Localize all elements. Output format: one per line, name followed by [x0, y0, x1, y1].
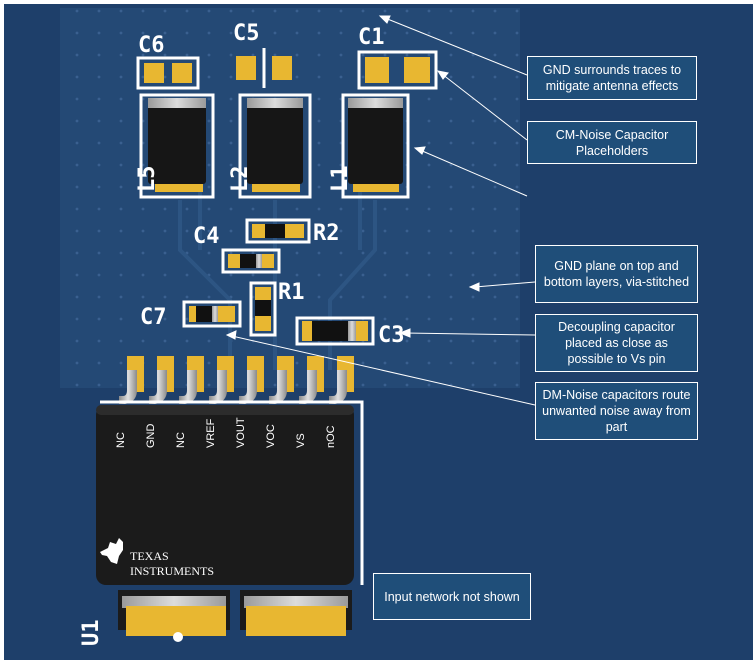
cap-c7 [182, 300, 242, 328]
cap-c1 [357, 50, 438, 90]
inductor-l1 [341, 93, 410, 199]
callout-decoupling: Decoupling capacitor placed as close as … [535, 314, 698, 372]
ti-logo-icon [100, 538, 123, 564]
cap-c3 [295, 316, 375, 346]
resistor-r2 [245, 218, 311, 244]
callout-input-network: Input network not shown [373, 573, 531, 620]
label-c6: C6 [138, 33, 165, 58]
callout-text: GND plane on top and bottom layers, via-… [543, 259, 690, 289]
ti-logo: TEXAS INSTRUMENTS [100, 538, 214, 578]
callout-arrows [225, 15, 536, 406]
callout-text: DM-Noise capacitors route unwanted noise… [542, 388, 691, 434]
label-c7: C7 [140, 305, 167, 330]
cap-c4 [221, 248, 281, 274]
label-r1: R1 [278, 280, 305, 305]
pin-label: VREF [205, 418, 217, 448]
callout-text: Decoupling capacitor placed as close as … [558, 320, 675, 366]
label-u1: U1 [79, 620, 104, 647]
inductor-l2 [238, 93, 312, 199]
label-l5: L5 [135, 166, 160, 193]
resistor-r1 [249, 281, 277, 337]
pin-label: VS [295, 433, 307, 448]
pin-label: NC [115, 432, 127, 448]
label-c3: C3 [378, 323, 405, 348]
callout-cm-noise: CM-Noise Capacitor Placeholders [527, 121, 697, 164]
callout-dm-noise: DM-Noise capacitors route unwanted noise… [535, 382, 698, 440]
label-l1: L1 [328, 166, 353, 193]
pin-label: NC [175, 432, 187, 448]
label-l2: L2 [228, 166, 253, 193]
inductor-l5 [139, 93, 215, 199]
pin-label: GND [145, 424, 157, 449]
ti-logo-line1: TEXAS [130, 549, 169, 563]
callout-text: GND surrounds traces to mitigate antenna… [542, 63, 682, 93]
ti-logo-line2: INSTRUMENTS [130, 564, 214, 578]
pin-label: nOC [325, 425, 337, 448]
pin1-marker [173, 632, 183, 642]
ic-package [96, 405, 354, 585]
label-c1: C1 [358, 25, 385, 50]
callout-gnd-surround: GND surrounds traces to mitigate antenna… [527, 56, 697, 100]
cap-c5 [236, 48, 292, 88]
ic-pin-leads [119, 370, 347, 404]
callout-text: CM-Noise Capacitor Placeholders [555, 127, 669, 158]
label-c4: C4 [193, 224, 220, 249]
callout-gnd-plane: GND plane on top and bottom layers, via-… [535, 245, 698, 303]
callout-text: Input network not shown [384, 589, 520, 604]
pin-label: VOC [265, 424, 277, 448]
pin-label: VOUT [235, 417, 247, 448]
label-c5: C5 [233, 21, 260, 46]
bottom-pads [118, 590, 352, 636]
cap-c6 [136, 56, 200, 90]
u1-outline [100, 400, 364, 585]
label-r2: R2 [313, 221, 340, 246]
